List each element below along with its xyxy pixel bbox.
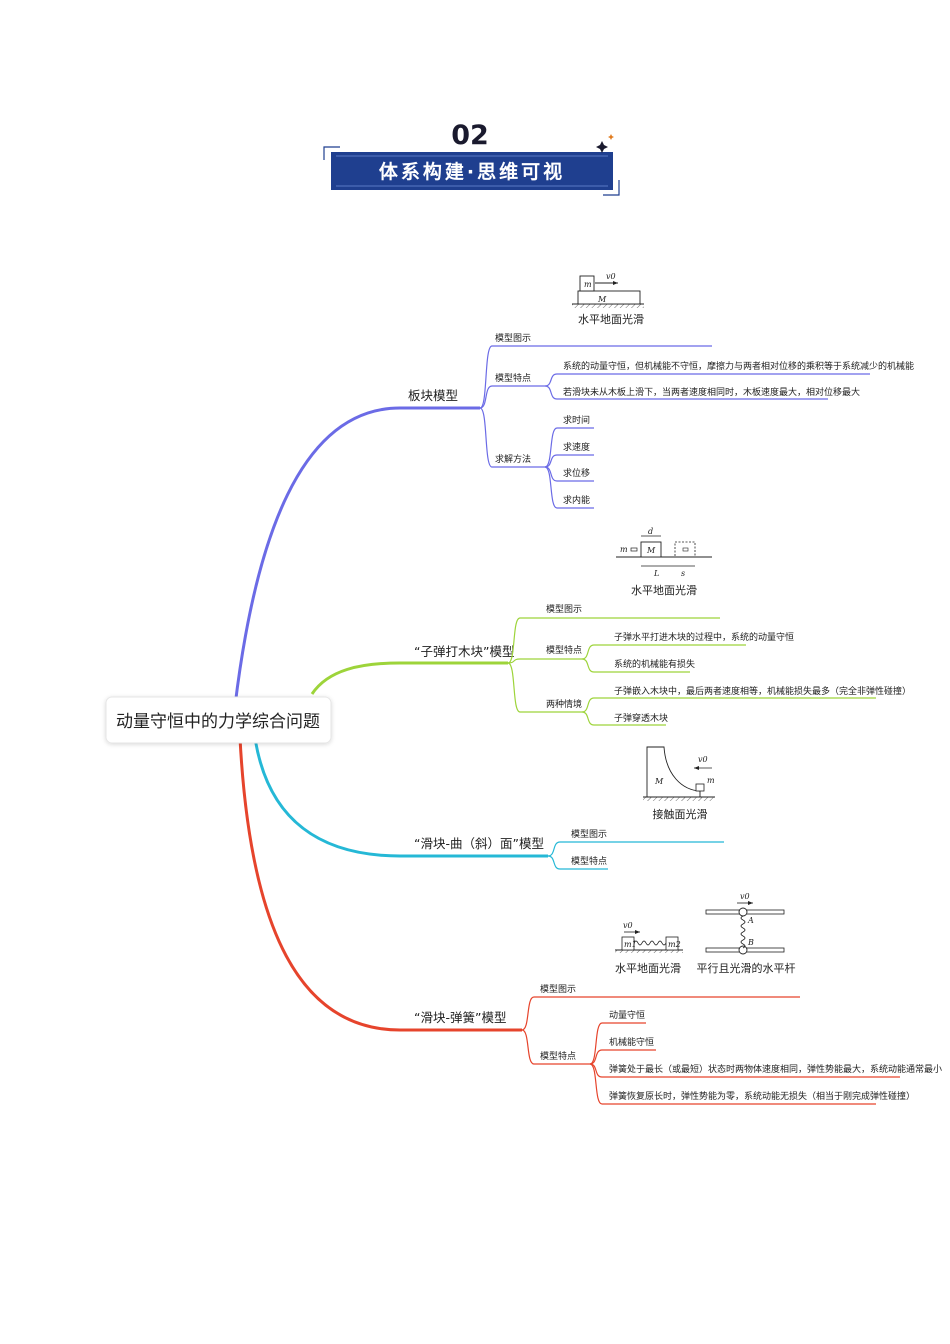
figure-caption: 水平地面光滑 — [615, 961, 681, 975]
section-header: 02 体系构建·思维可视 — [323, 120, 620, 196]
svg-text:L: L — [653, 569, 659, 578]
leaf-text: 子弹穿透木块 — [614, 712, 668, 724]
branch-label-3[interactable]: “滑块-曲（斜）面”模型 — [414, 836, 544, 851]
sparkle-icon — [596, 134, 614, 153]
svg-text:m: m — [620, 545, 628, 554]
root-node[interactable]: 动量守恒中的力学综合问题 — [105, 696, 332, 744]
leaf-text: 机械能守恒 — [609, 1036, 654, 1048]
sub-label[interactable]: 模型图示 — [546, 604, 582, 615]
branch-line-1 — [233, 406, 480, 707]
figure-caption: 平行且光滑的水平杆 — [697, 961, 796, 975]
svg-text:m2: m2 — [668, 940, 681, 949]
svg-text:M: M — [654, 777, 664, 786]
sub-label[interactable]: 两种情境 — [546, 698, 582, 710]
branch-label-2[interactable]: “子弹打木块”模型 — [414, 644, 514, 659]
svg-text:m: m — [584, 280, 592, 289]
header-bracket-left — [323, 146, 340, 160]
bullet-block-diagram: M m d L s 水平地面光滑 — [616, 527, 712, 597]
spring-rods-diagram: v0 A B 平行且光滑的水平杆 — [697, 892, 796, 975]
leaf-text: 动量守恒 — [609, 1009, 645, 1021]
sub-label[interactable]: 模型特点 — [540, 1050, 576, 1062]
leaf-text: 求时间 — [563, 414, 590, 426]
leaf-text: 系统的机械能有损失 — [614, 658, 695, 670]
spring-floor-diagram: m1 m2 v0 水平地面光滑 — [615, 921, 683, 975]
branch-line-4 — [238, 737, 522, 1032]
main-branches — [233, 406, 548, 1032]
svg-text:d: d — [648, 527, 653, 536]
sub-label[interactable]: 模型图示 — [540, 984, 576, 995]
sub-label[interactable]: 模型特点 — [546, 644, 582, 656]
branch-slider-spring: “滑块-弹簧”模型 模型图示 模型特点 动量守恒 机械能守恒 弹簧处于最长（或最… — [414, 892, 942, 1105]
svg-text:B: B — [747, 938, 754, 947]
section-number: 02 — [451, 120, 489, 151]
svg-text:m: m — [707, 776, 715, 785]
branch-line-2 — [310, 661, 508, 695]
leaf-text: 子弹嵌入木块中，最后两者速度相等，机械能损失最多（完全非弹性碰撞） — [614, 685, 911, 697]
leaf-text: 弹簧处于最长（或最短）状态时两物体速度相同，弹性势能最大，系统动能通常最小 — [609, 1063, 942, 1075]
branch-board-block: 板块模型 模型图示 模型特点 求解方法 系统的动量守恒，但机械能不守恒，摩擦力与… — [408, 272, 914, 509]
header-bracket-right — [603, 180, 620, 196]
board-block-diagram: m M v0 水平地面光滑 — [572, 272, 644, 326]
figure-caption: 水平地面光滑 — [578, 312, 644, 326]
sub-label[interactable]: 模型特点 — [495, 372, 531, 384]
root-label: 动量守恒中的力学综合问题 — [116, 712, 320, 732]
branch-bullet-block: “子弹打木块”模型 模型图示 模型特点 两种情境 子弹水平打进木块的过程中，系统… — [414, 527, 911, 726]
svg-text:M: M — [646, 546, 656, 555]
header-banner — [331, 152, 613, 190]
sub-label[interactable]: 模型图示 — [571, 829, 607, 840]
svg-text:v0: v0 — [698, 755, 708, 764]
branch-label-4[interactable]: “滑块-弹簧”模型 — [414, 1010, 506, 1025]
branch-label-1[interactable]: 板块模型 — [408, 388, 458, 403]
svg-text:v0: v0 — [606, 272, 616, 281]
svg-text:A: A — [747, 916, 754, 925]
leaf-text: 求内能 — [563, 494, 590, 506]
header-title: 体系构建·思维可视 — [379, 160, 565, 183]
curved-slope-diagram: M m v0 接触面光滑 — [643, 746, 715, 821]
leaf-text: 子弹水平打进木块的过程中，系统的动量守恒 — [614, 631, 794, 643]
leaf-text: 求速度 — [563, 441, 590, 453]
leaf-text: 求位移 — [563, 467, 590, 479]
branch-line-3 — [253, 737, 548, 858]
leaf-text: 弹簧恢复原长时，弹性势能为零，系统动能无损失（相当于刚完成弹性碰撞） — [609, 1090, 915, 1102]
svg-text:v0: v0 — [623, 921, 633, 930]
svg-text:v0: v0 — [740, 892, 750, 901]
svg-text:s: s — [681, 569, 685, 578]
sub-label[interactable]: 求解方法 — [495, 453, 531, 465]
svg-text:m1: m1 — [624, 940, 637, 949]
sub-label[interactable]: 模型特点 — [571, 855, 607, 867]
sub-label[interactable]: 模型图示 — [495, 333, 531, 344]
figure-caption: 接触面光滑 — [653, 807, 708, 821]
leaf-text: 若滑块未从木板上滑下，当两者速度相同时，木板速度最大，相对位移最大 — [563, 386, 860, 398]
figure-caption: 水平地面光滑 — [631, 583, 697, 597]
svg-text:M: M — [597, 295, 607, 304]
leaf-text: 系统的动量守恒，但机械能不守恒，摩擦力与两者相对位移的乘积等于系统减少的机械能 — [563, 360, 914, 372]
branch-slider-curve: “滑块-曲（斜）面”模型 模型图示 模型特点 M m v0 接触面光滑 — [414, 746, 724, 870]
